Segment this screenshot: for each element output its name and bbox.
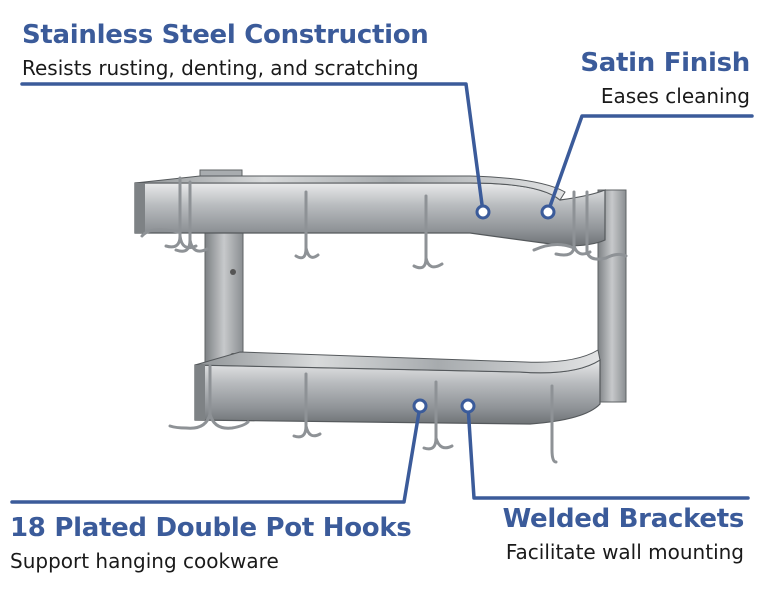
lower-rail: [194, 349, 601, 425]
leader-line-satin: [546, 114, 754, 214]
leader-line-brackets: [466, 404, 750, 500]
callout-dot: [412, 398, 428, 414]
callout-title-pot-hooks: 18 Plated Double Pot Hooks: [10, 513, 412, 543]
hook: [174, 180, 209, 253]
hook: [422, 380, 454, 451]
leader-line-stainless: [20, 82, 485, 214]
callout-subtitle-pot-hooks: Support hanging cookware: [10, 549, 279, 573]
callout-subtitle-welded-brackets: Facilitate wall mounting: [505, 540, 744, 564]
hook: [412, 194, 444, 270]
callout-dot: [475, 204, 491, 220]
callout-title-satin-finish: Satin Finish: [580, 48, 750, 78]
hook: [294, 190, 320, 260]
callout-title-welded-brackets: Welded Brackets: [502, 504, 745, 534]
hook: [550, 384, 558, 464]
leader-line-hooks: [10, 404, 422, 504]
callout-dot: [540, 204, 556, 220]
callout-dot: [460, 398, 476, 414]
callout-subtitle-stainless-steel: Resists rusting, denting, and scratching: [22, 56, 419, 80]
hook: [585, 190, 628, 261]
hook: [292, 372, 322, 439]
hook: [168, 364, 250, 430]
callout-subtitle-satin-finish: Eases cleaning: [600, 84, 750, 108]
upper-rail: [134, 175, 606, 247]
callout-title-stainless-steel: Stainless Steel Construction: [22, 20, 429, 50]
